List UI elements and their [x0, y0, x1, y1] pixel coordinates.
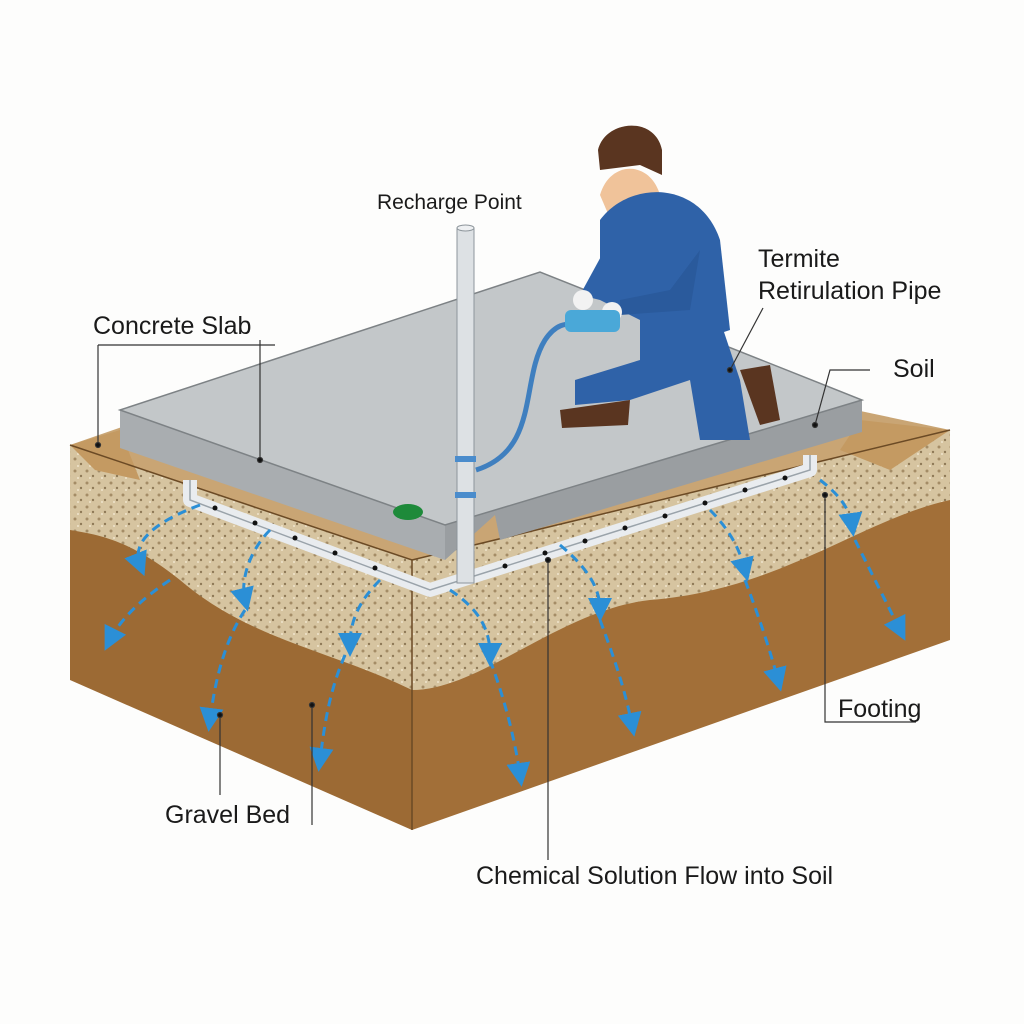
- label-soil: Soil: [893, 355, 935, 383]
- label-chemical-flow: Chemical Solution Flow into Soil: [476, 862, 834, 890]
- worker-figure: [560, 125, 780, 440]
- injection-gun: [565, 310, 620, 332]
- hose: [475, 321, 581, 473]
- label-recharge-point: Recharge Point: [377, 191, 522, 214]
- gravel-layer-left: [70, 445, 412, 690]
- chemical-flow-arrows: [104, 478, 906, 787]
- gravel-layer-right: [412, 430, 950, 690]
- label-footing: Footing: [838, 695, 922, 723]
- green-cap: [393, 504, 423, 520]
- label-termite-pipe-line1: Termite: [758, 245, 840, 273]
- retirculation-pipe: [183, 455, 817, 597]
- label-termite-pipe-line2: Retirulation Pipe: [758, 277, 942, 305]
- leader-lines: [94, 307, 916, 860]
- recharge-point-pipe: [455, 224, 476, 584]
- label-concrete-slab: Concrete Slab: [93, 312, 252, 340]
- label-gravel-bed: Gravel Bed: [165, 801, 291, 829]
